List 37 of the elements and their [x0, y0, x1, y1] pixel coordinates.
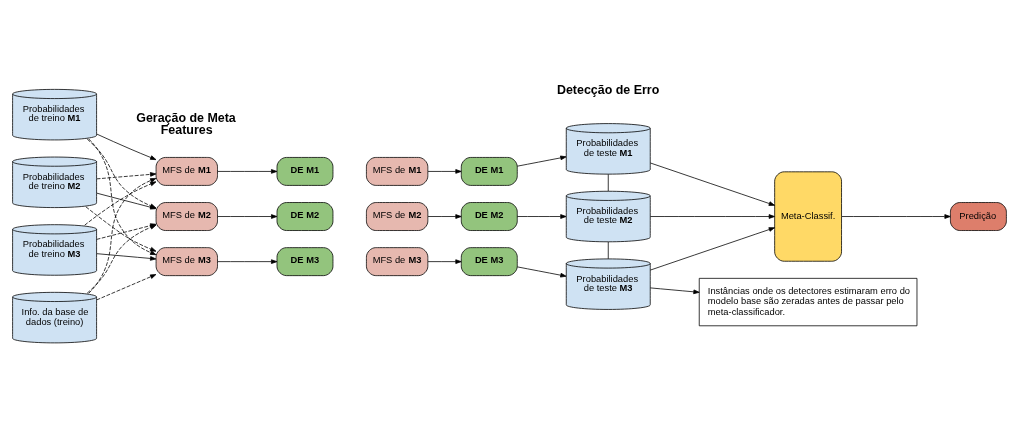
node-box: MFS de M1: [155, 157, 218, 186]
arrow: [96, 133, 157, 160]
arrow: [516, 266, 567, 278]
node-box: DE M3: [460, 247, 518, 276]
arrow: [650, 287, 700, 295]
connector: [607, 173, 609, 192]
arrow: [96, 172, 157, 180]
node-box: MFS de M2: [366, 202, 429, 231]
node-box: Predição: [950, 202, 1007, 231]
label: Geração de Meta Features: [136, 110, 236, 137]
node-box: DE M3: [276, 247, 334, 276]
node-box: Meta-Classif.: [774, 171, 842, 262]
node-box: DE M1: [460, 157, 518, 186]
arrow: [650, 162, 775, 206]
node-box: MFS de M3: [155, 247, 218, 276]
arrow: [841, 214, 951, 219]
arrow: [427, 214, 462, 219]
node-box: MFS de M3: [366, 247, 429, 276]
connector: [607, 241, 609, 260]
arrow: [217, 169, 278, 174]
label: Detecção de Erro: [556, 83, 660, 98]
node-box: MFS de M1: [366, 157, 429, 186]
node-box: Instâncias onde os detectores estimaram erro do modelo base são zeradas antes de passar pelo meta-classificador.: [698, 277, 918, 327]
node-box: DE M2: [276, 202, 334, 231]
node-box: MFS de M2: [155, 202, 218, 231]
node-box: DE M1: [276, 157, 334, 186]
arrow: [427, 259, 462, 264]
arrow: [96, 253, 157, 261]
arrow: [96, 274, 157, 301]
arrow: [217, 259, 278, 264]
arrow: [217, 214, 278, 219]
arrow: [650, 214, 775, 219]
arrow: [427, 169, 462, 174]
arrow: [516, 155, 567, 167]
arrow: [516, 214, 567, 219]
arrow: [650, 227, 775, 271]
node-box: DE M2: [460, 202, 518, 231]
